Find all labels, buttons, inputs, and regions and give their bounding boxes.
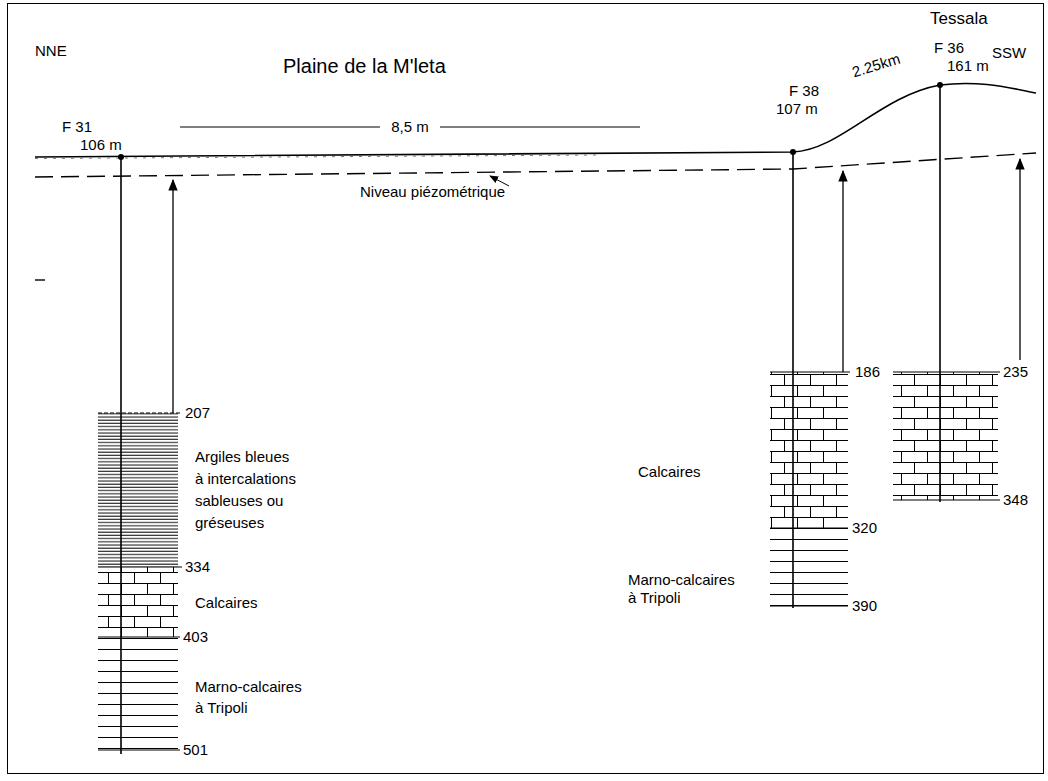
horizon-line (770, 606, 848, 607)
distance-line (440, 127, 640, 128)
orientation: NNE (35, 42, 67, 60)
borehole-line (939, 85, 941, 502)
marl-layer (770, 528, 848, 606)
note: Niveau piézométrique (360, 183, 505, 201)
limestone-layer (770, 372, 848, 528)
depth: 186 (855, 363, 880, 381)
elevation: 161 m (947, 57, 989, 75)
depth: 390 (852, 597, 877, 615)
marl-layer (98, 637, 178, 750)
horizon-line (893, 372, 1000, 373)
dimension: 8,5 m (391, 118, 429, 136)
water-rise-arrow (172, 180, 173, 413)
lithology: Marno-calcaires à Tripoli (628, 571, 740, 607)
ground-line (35, 83, 1036, 157)
place-name: Tessala (930, 10, 988, 28)
limestone-layer (98, 567, 178, 637)
depth: 403 (183, 628, 208, 646)
borehole-head (118, 154, 124, 160)
borehole-line (792, 152, 794, 608)
borehole-head (790, 149, 796, 155)
depth: 235 (1003, 363, 1028, 381)
limestone-layer (893, 372, 998, 500)
horizon-line (98, 637, 180, 638)
depth: 501 (183, 741, 208, 759)
depth: 348 (1003, 491, 1028, 509)
orientation: SSW (992, 44, 1026, 62)
place-name: Plaine de la M'leta (283, 57, 446, 75)
borehole-id: F 38 (789, 82, 819, 100)
horizon-line (893, 500, 1000, 501)
borehole-line (120, 157, 122, 754)
depth: 207 (185, 404, 210, 422)
horizon-line (98, 413, 182, 414)
horizon-line (770, 372, 850, 373)
tick-mark (35, 279, 45, 280)
lithology: Argiles bleues à intercalations sableuse… (195, 446, 299, 534)
depth: 334 (185, 558, 210, 576)
horizon-line (770, 528, 848, 529)
piezometric-line (35, 153, 1036, 177)
elevation: 106 m (80, 136, 122, 154)
water-rise-arrow (842, 171, 843, 372)
clay-layer (98, 413, 178, 567)
frame (8, 4, 1044, 774)
horizon-line (98, 567, 182, 568)
horizon-line (98, 750, 180, 751)
distance-line (180, 127, 380, 128)
lithology: Calcaires (195, 594, 258, 612)
borehole-id: F 31 (62, 118, 92, 136)
depth: 320 (852, 519, 877, 537)
dimension: 2.25km (850, 50, 902, 82)
water-rise-arrow (1019, 159, 1020, 360)
borehole-id: F 36 (934, 39, 964, 57)
lithology: Marno-calcaires à Tripoli (195, 676, 307, 718)
lithology: Calcaires (638, 463, 701, 481)
borehole-head (937, 82, 943, 88)
elevation: 107 m (776, 100, 818, 118)
